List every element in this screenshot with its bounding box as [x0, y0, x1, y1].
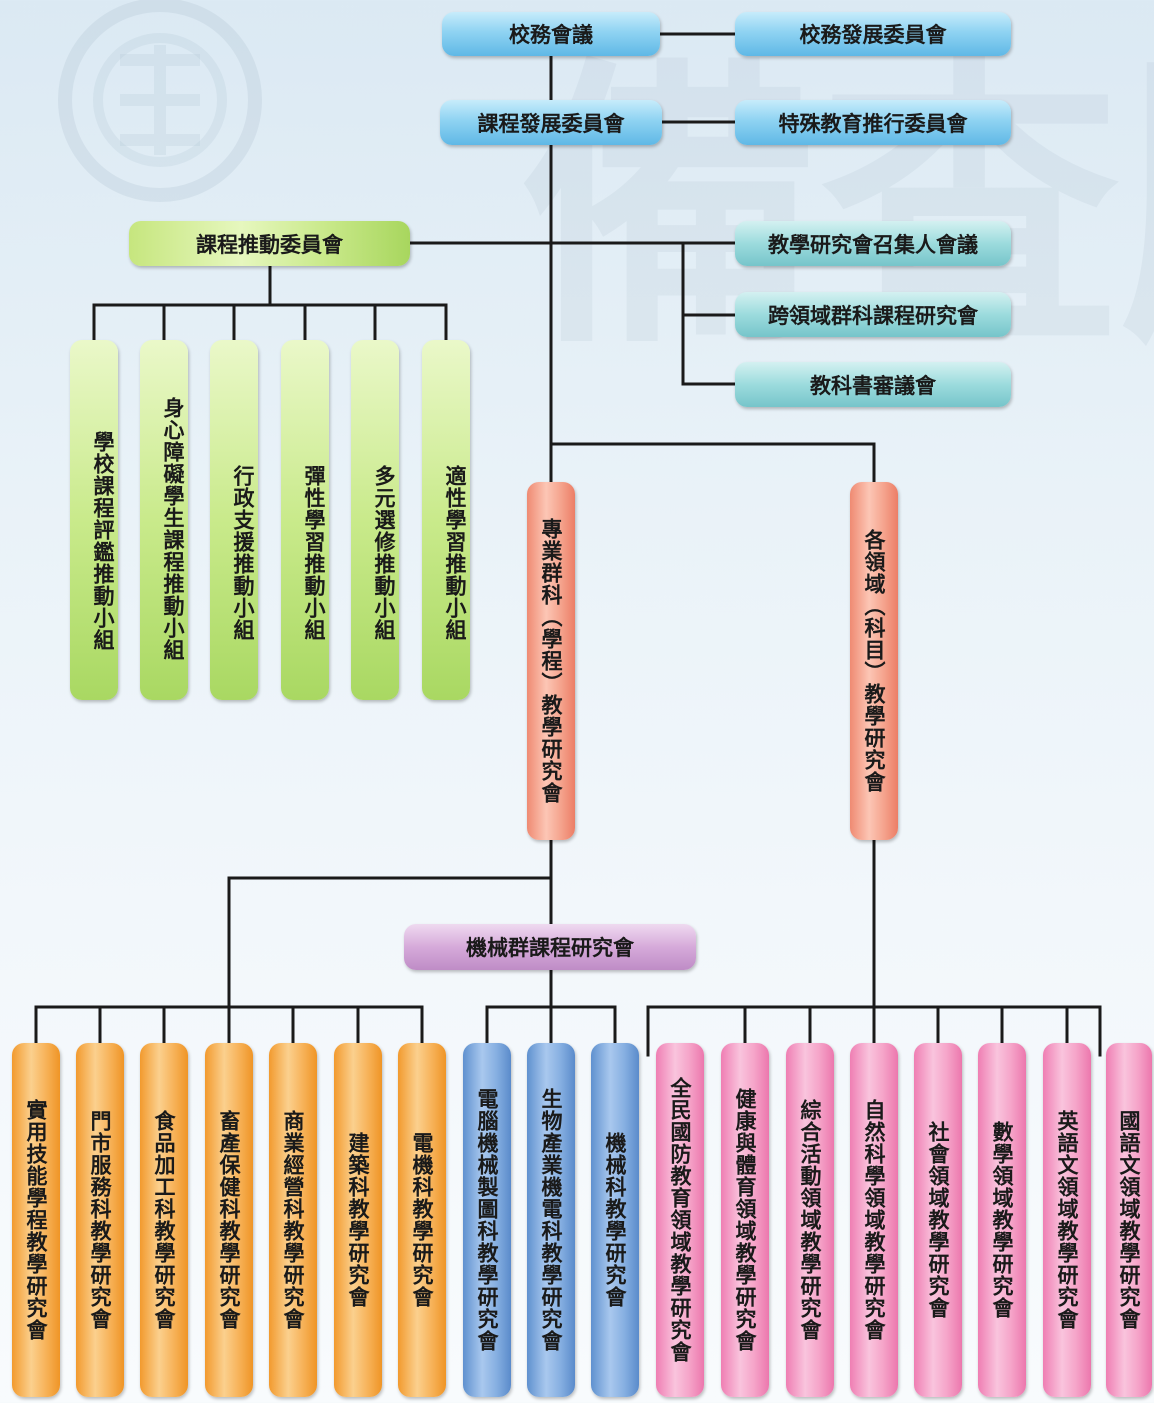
domain-group-4: 自然科學領域教學研究會	[850, 1043, 898, 1397]
domain-group-8-label: 國語文領域教學研究會	[1117, 1110, 1141, 1330]
orange-group-2: 門市服務科教學研究會	[76, 1043, 124, 1397]
orange-group-5-label: 商業經營科教學研究會	[281, 1110, 305, 1330]
promotion-group-1: 學校課程評鑑推動小組	[70, 340, 118, 700]
blue-group-2: 生物產業機電科教學研究會	[527, 1043, 575, 1397]
cross-domain-curriculum-committee-label: 跨領域群科課程研究會	[768, 303, 978, 328]
professional-teaching-research-label: 專業群科（學程）教學研究會	[539, 518, 563, 804]
curriculum-development-committee-box: 課程發展委員會	[440, 100, 662, 145]
orange-group-5: 商業經營科教學研究會	[269, 1043, 317, 1397]
school-development-committee-label: 校務發展委員會	[799, 23, 947, 47]
blue-group-1: 電腦機械製圖科教學研究會	[463, 1043, 511, 1397]
curriculum-promotion-committee-box: 課程推動委員會	[129, 221, 410, 266]
orange-group-7: 電機科教學研究會	[398, 1043, 446, 1397]
promotion-group-2-label: 身心障礙學生課程推動小組	[161, 397, 185, 661]
orange-group-4: 畜產保健科教學研究會	[205, 1043, 253, 1397]
orange-group-1-label: 實用技能學程教學研究會	[24, 1099, 48, 1341]
promotion-group-5-label: 多元選修推動小組	[372, 465, 396, 641]
promotion-group-4: 彈性學習推動小組	[281, 340, 329, 700]
domain-group-6-label: 數學領域教學研究會	[990, 1121, 1014, 1319]
teaching-research-conveners-meeting-box: 教學研究會召集人會議	[735, 221, 1011, 266]
blue-group-2-label: 生物產業機電科教學研究會	[539, 1088, 563, 1352]
promotion-group-6-label: 適性學習推動小組	[443, 465, 467, 641]
curriculum-promotion-committee-label: 課程推動委員會	[196, 232, 343, 257]
school-development-committee-box: 校務發展委員會	[735, 12, 1011, 56]
school-affairs-meeting-label: 校務會議	[509, 23, 593, 47]
school-emblem-watermark	[58, 0, 262, 202]
domain-group-3: 綜合活動領域教學研究會	[786, 1043, 834, 1397]
orange-group-3: 食品加工科教學研究會	[140, 1043, 188, 1397]
domain-group-1: 全民國防教育領域教學研究會	[656, 1043, 704, 1397]
machinery-group-curriculum-committee-box: 機械群課程研究會	[404, 924, 696, 970]
promotion-group-2: 身心障礙學生課程推動小組	[140, 340, 188, 700]
domain-group-2-label: 健康與體育領域教學研究會	[733, 1088, 757, 1352]
domain-teaching-research-box: 各領域（科目）教學研究會	[850, 482, 898, 840]
domain-group-5-label: 社會領域教學研究會	[926, 1121, 950, 1319]
machinery-group-curriculum-committee-label: 機械群課程研究會	[466, 936, 634, 960]
domain-group-1-label: 全民國防教育領域教學研究會	[668, 1077, 692, 1363]
orange-group-3-label: 食品加工科教學研究會	[152, 1110, 176, 1330]
cross-domain-curriculum-committee-box: 跨領域群科課程研究會	[735, 292, 1011, 337]
promotion-group-5: 多元選修推動小組	[351, 340, 399, 700]
promotion-group-3: 行政支援推動小組	[210, 340, 258, 700]
textbook-review-committee-label: 教科書審議會	[810, 373, 936, 398]
professional-teaching-research-box: 專業群科（學程）教學研究會	[527, 482, 575, 840]
domain-group-4-label: 自然科學領域教學研究會	[862, 1099, 886, 1341]
orange-group-6: 建築科教學研究會	[334, 1043, 382, 1397]
domain-group-8: 國語文領域教學研究會	[1106, 1043, 1152, 1397]
blue-group-3: 機械科教學研究會	[591, 1043, 639, 1397]
domain-group-7-label: 英語文領域教學研究會	[1055, 1110, 1079, 1330]
blue-group-1-label: 電腦機械製圖科教學研究會	[475, 1088, 499, 1352]
domain-group-5: 社會領域教學研究會	[914, 1043, 962, 1397]
school-affairs-meeting-box: 校務會議	[442, 12, 660, 56]
promotion-group-1-label: 學校課程評鑑推動小組	[91, 431, 115, 651]
teaching-research-conveners-meeting-label: 教學研究會召集人會議	[768, 232, 978, 257]
domain-group-2: 健康與體育領域教學研究會	[721, 1043, 769, 1397]
orange-group-4-label: 畜產保健科教學研究會	[217, 1110, 241, 1330]
orange-group-7-label: 電機科教學研究會	[410, 1132, 434, 1308]
orange-group-1: 實用技能學程教學研究會	[12, 1043, 60, 1397]
special-education-committee-box: 特殊教育推行委員會	[735, 100, 1011, 145]
promotion-group-6: 適性學習推動小組	[422, 340, 470, 700]
curriculum-development-committee-label: 課程發展委員會	[477, 111, 625, 136]
blue-group-3-label: 機械科教學研究會	[603, 1132, 627, 1308]
promotion-group-3-label: 行政支援推動小組	[231, 465, 255, 641]
domain-group-3-label: 綜合活動領域教學研究會	[798, 1099, 822, 1341]
domain-group-7: 英語文領域教學研究會	[1043, 1043, 1091, 1397]
domain-teaching-research-label: 各領域（科目）教學研究會	[862, 529, 886, 793]
textbook-review-committee-box: 教科書審議會	[735, 362, 1011, 407]
promotion-group-4-label: 彈性學習推動小組	[302, 465, 326, 641]
orange-group-2-label: 門市服務科教學研究會	[88, 1110, 112, 1330]
domain-group-6: 數學領域教學研究會	[978, 1043, 1026, 1397]
special-education-committee-label: 特殊教育推行委員會	[778, 111, 968, 136]
orange-group-6-label: 建築科教學研究會	[346, 1132, 370, 1308]
